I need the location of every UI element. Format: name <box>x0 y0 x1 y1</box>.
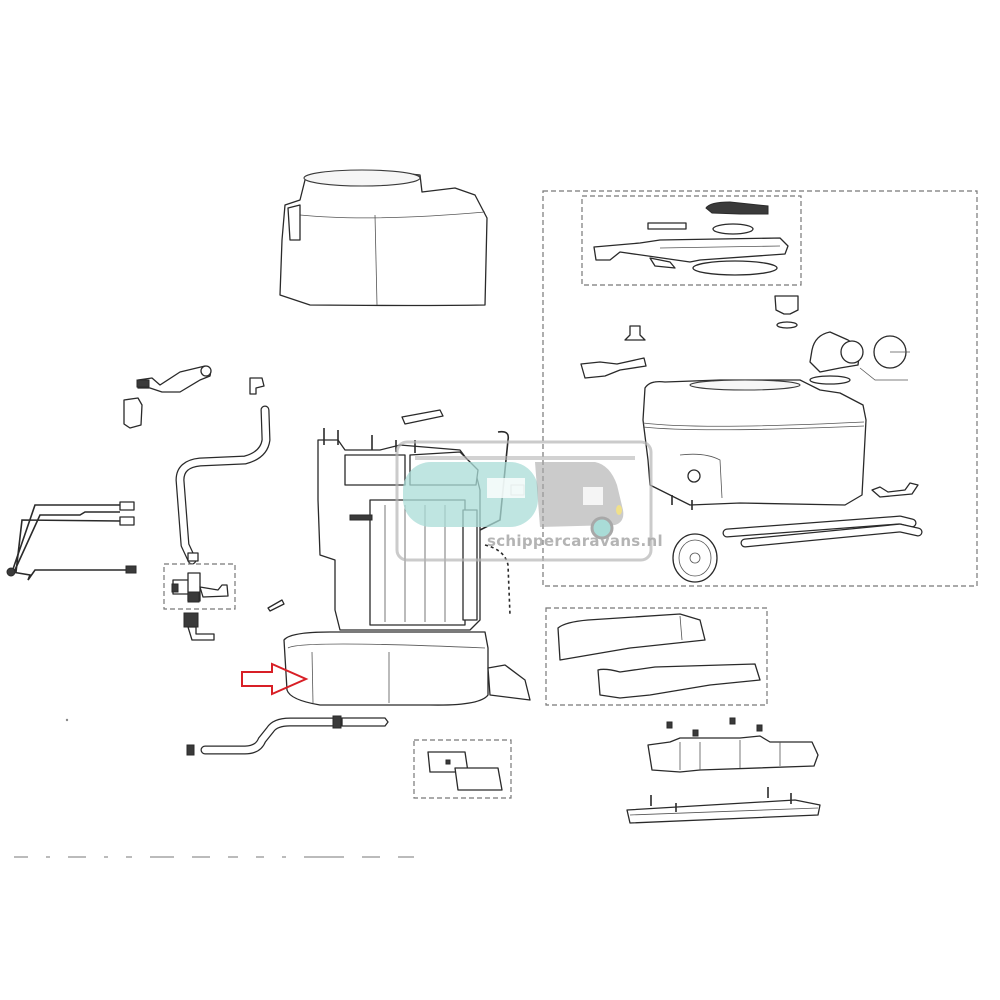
valve-part <box>171 572 229 603</box>
highlight-arrow-icon <box>241 662 309 696</box>
lever-part <box>136 365 212 393</box>
guide-rail <box>626 787 821 824</box>
tank-parts-small <box>580 295 799 379</box>
clips-part <box>427 751 503 791</box>
cassette-tank-box <box>542 190 978 587</box>
bottom-shell <box>283 631 531 706</box>
side-panel-lower <box>597 663 761 699</box>
clip-part <box>123 397 143 429</box>
top-cover-part <box>279 169 488 307</box>
flush-hose <box>175 405 271 565</box>
clips-box <box>413 739 512 799</box>
bracket-small <box>871 482 919 498</box>
footer-note-cutoff <box>14 846 574 858</box>
side-panel-upper <box>557 613 706 661</box>
wiring-harness <box>6 501 137 581</box>
gear-strip <box>401 409 444 425</box>
main-body-frame <box>317 428 525 631</box>
cassette-tank <box>642 379 867 510</box>
elbow-connector <box>249 377 265 395</box>
wheel-cap <box>672 533 718 583</box>
valve-subassembly-box <box>163 563 236 610</box>
mark-dot <box>65 718 69 722</box>
side-panels-box <box>545 607 768 706</box>
mounting-bracket <box>647 717 819 773</box>
drain-hose <box>186 715 389 756</box>
slide-mechanism-box <box>581 195 802 286</box>
watermark-text: schippercaravans.nl <box>487 532 663 550</box>
drain-spout <box>809 331 910 385</box>
hose-fitting <box>183 612 215 641</box>
guide-rods <box>722 515 923 548</box>
screw-small <box>267 599 285 612</box>
slide-mechanism <box>593 201 789 276</box>
